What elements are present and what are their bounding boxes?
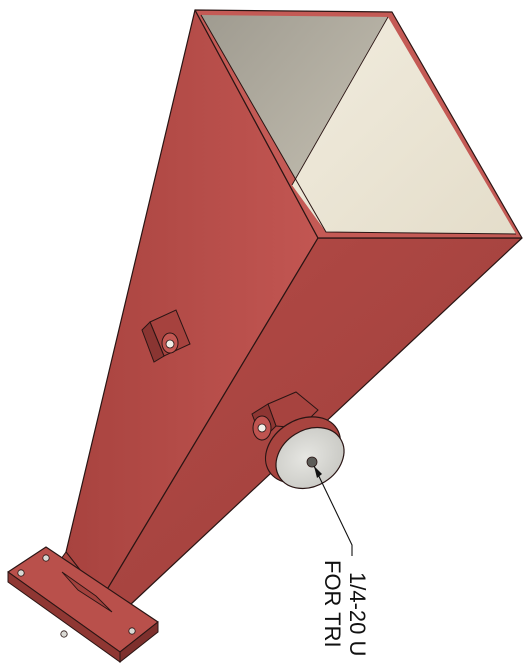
horn-interior-crease — [291, 16, 389, 186]
flange-hole-icon — [42, 554, 50, 562]
horn-interior-shadow — [201, 15, 388, 232]
callout-line-2: FOR TRI — [320, 560, 345, 648]
callout-leader — [313, 465, 353, 556]
callout-arrowhead-icon — [314, 466, 322, 478]
side-mounting-boss — [141, 309, 191, 363]
tripod-thread-hole-icon — [306, 456, 318, 468]
flange-hole-icon — [128, 627, 136, 635]
flange-plate-side — [119, 620, 159, 664]
tripod-mount — [251, 391, 345, 490]
flange-hole-icon — [60, 630, 68, 638]
waveguide-opening — [61, 571, 113, 613]
horn-interior-edge — [200, 14, 517, 235]
flange-hole-icon — [17, 569, 25, 577]
callout-line-1: 1/4-20 U — [345, 572, 370, 656]
horn-interior-lit — [292, 17, 516, 234]
